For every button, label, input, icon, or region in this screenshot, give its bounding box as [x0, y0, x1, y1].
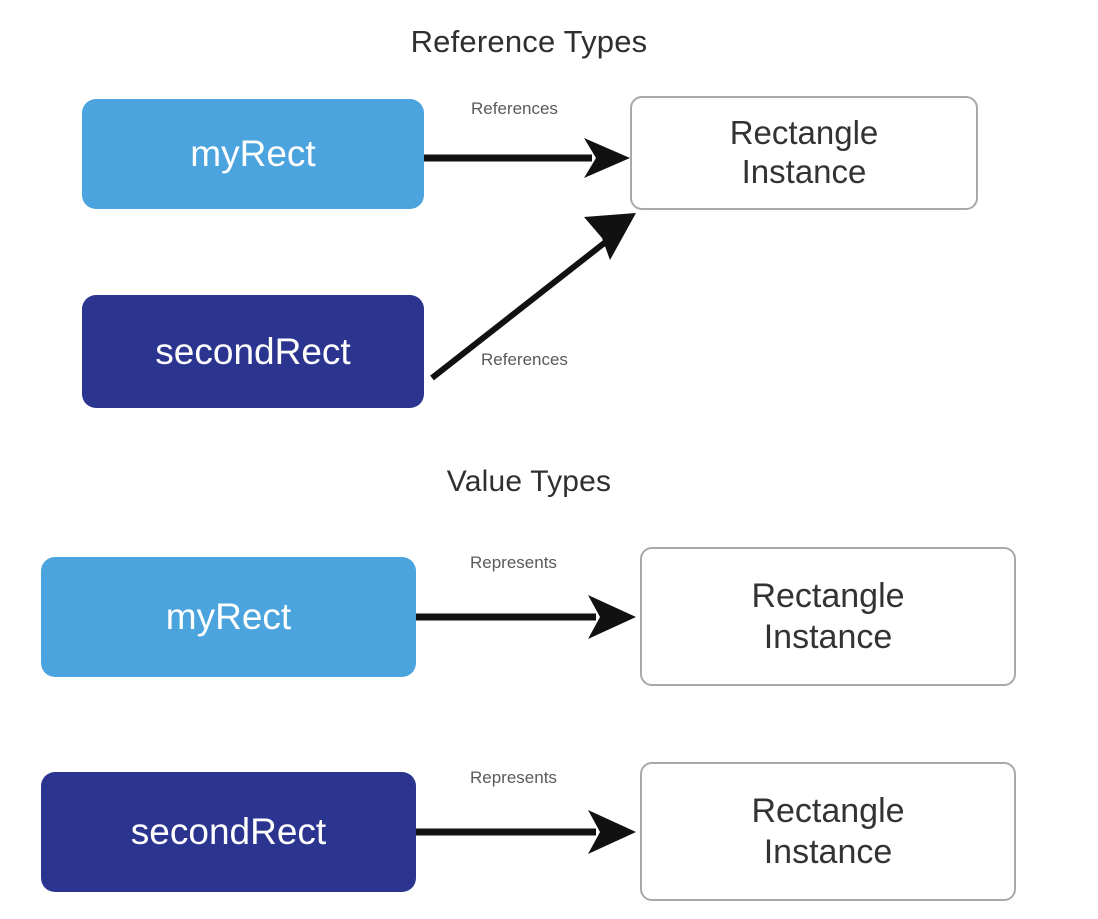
instance-label-line2: Instance	[763, 617, 893, 656]
instance-box-rectangle-shared: Rectangle Instance	[630, 96, 978, 210]
arrow-myrect-to-instance-reference	[424, 138, 630, 178]
section-title-value-types: Value Types	[446, 465, 612, 498]
instance-label-line2: Instance	[741, 153, 867, 190]
variable-label: secondRect	[130, 811, 327, 852]
instance-label-line2: Instance	[763, 832, 893, 871]
edge-label-represents-2: Represents	[470, 768, 557, 787]
edge-label-references-1: References	[471, 99, 558, 118]
variable-box-myrect-reference: myRect	[82, 99, 424, 209]
variable-label: myRect	[165, 596, 292, 637]
instance-label-line1: Rectangle	[751, 792, 905, 831]
section-title-reference-types: Reference Types	[410, 24, 648, 59]
arrow-secondrect-to-instance-reference	[430, 213, 636, 381]
variable-box-myrect-value: myRect	[41, 557, 416, 677]
instance-label-line1: Rectangle	[751, 577, 905, 616]
instance-box-rectangle-value-2: Rectangle Instance	[640, 762, 1016, 901]
variable-box-secondrect-reference: secondRect	[82, 295, 424, 408]
instance-box-rectangle-value-1: Rectangle Instance	[640, 547, 1016, 686]
variable-box-secondrect-value: secondRect	[41, 772, 416, 892]
instance-label-line1: Rectangle	[729, 114, 879, 152]
variable-label: secondRect	[155, 330, 351, 372]
arrow-secondrect-to-instance-value	[416, 810, 636, 854]
edge-label-references-2: References	[481, 350, 568, 369]
arrow-myrect-to-instance-value	[416, 595, 636, 639]
variable-label: myRect	[190, 133, 316, 174]
edge-label-represents-1: Represents	[470, 553, 557, 572]
